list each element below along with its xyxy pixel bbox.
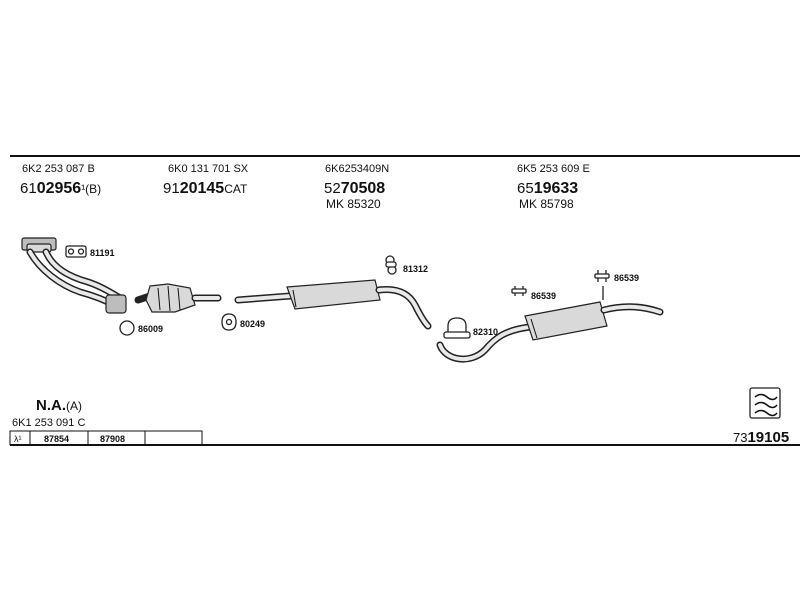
label-gasket-1: 81191 [90, 248, 115, 258]
part-3-number-main: 70508 [341, 180, 386, 197]
middle-muffler-body [286, 279, 381, 310]
u-clamp-icon [443, 317, 471, 339]
part-1-number-main: 02956 [37, 180, 82, 197]
rear-muffler-body [524, 301, 608, 341]
part-2-number-suffix: CAT [224, 182, 248, 196]
hanger-icon-1 [511, 286, 527, 296]
part-4-mk: MK 85798 [519, 197, 574, 211]
label-hanger-1: 81312 [403, 264, 428, 274]
lambda-table-cell-1: 87854 [44, 434, 69, 444]
part-3-code: 6K6253409N [325, 163, 389, 175]
label-clamp-2: 82310 [473, 327, 498, 337]
label-hanger-2: 86539 [531, 291, 556, 301]
lambda-table-cell-2: 87908 [100, 434, 125, 444]
part-2-number: 9120145CAT [163, 180, 248, 197]
na-label: N.A.(A) [36, 397, 82, 414]
part-2-number-main: 20145 [180, 180, 225, 197]
diagram-logo-icon [749, 387, 781, 419]
gasket-icon [65, 245, 87, 258]
catalytic-converter-drawing [134, 283, 222, 313]
part-3-number-prefix: 52 [324, 180, 341, 197]
na-text: N.A. [36, 397, 66, 414]
front-pipe-drawing [21, 237, 127, 314]
front-pipe-outlet-flange [105, 294, 127, 314]
part-1-number: 6102956¹(B) [20, 180, 101, 197]
part-1-number-prefix: 61 [20, 180, 37, 197]
part-2-number-prefix: 91 [163, 180, 180, 197]
lambda-table: λ¹ 87854 87908 [9, 430, 203, 446]
na-code: 6K1 253 091 C [12, 417, 85, 429]
reference-number: 7319105 [733, 429, 789, 446]
na-suffix: (A) [66, 399, 82, 413]
reference-number-main: 19105 [747, 429, 789, 446]
label-hanger-3: 86539 [614, 273, 639, 283]
reference-number-prefix: 73 [733, 430, 747, 445]
clamp-icon [221, 313, 237, 331]
part-3-mk: MK 85320 [326, 197, 381, 211]
ring-gasket-icon [119, 320, 135, 336]
part-1-code: 6K2 253 087 B [22, 163, 95, 175]
rubber-hanger-icon [385, 255, 397, 275]
hanger-icon-2 [594, 270, 610, 282]
lambda-table-symbol: λ¹ [14, 434, 22, 444]
part-2-code: 6K0 131 701 SX [168, 163, 249, 175]
part-1-number-suffix: ¹(B) [81, 182, 101, 196]
rear-muffler-drawing [436, 301, 664, 363]
part-4-number: 6519633 [517, 180, 578, 197]
part-4-code: 6K5 253 609 E [517, 163, 590, 175]
label-clamp-1: 80249 [240, 319, 265, 329]
label-ring-1: 86009 [138, 324, 163, 334]
middle-muffler-drawing [234, 279, 432, 330]
part-4-number-prefix: 65 [517, 180, 534, 197]
catalytic-converter-body [145, 283, 196, 313]
part-3-number: 5270508 [324, 180, 385, 197]
part-4-number-main: 19633 [534, 180, 579, 197]
